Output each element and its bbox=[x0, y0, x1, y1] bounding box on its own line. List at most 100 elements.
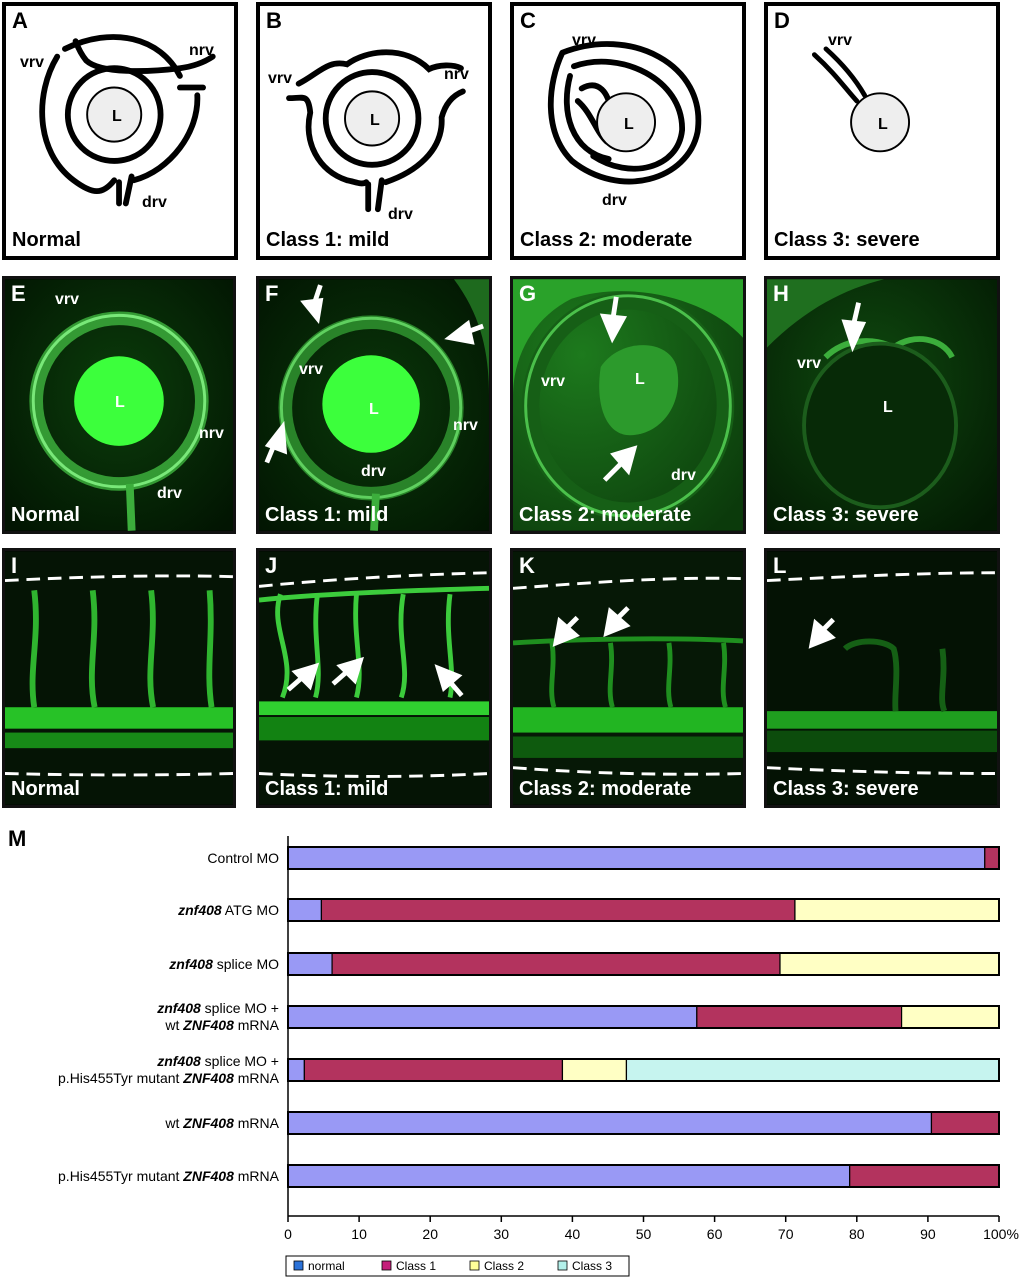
category-label: znf408 splice MO bbox=[168, 956, 279, 972]
bar-segment bbox=[287, 1164, 851, 1188]
label-lens: L bbox=[883, 399, 893, 416]
label-nrv: nrv bbox=[444, 66, 469, 83]
bar-segment bbox=[287, 952, 333, 976]
label-vrv: vrv bbox=[55, 291, 80, 308]
category-label: p.His455Tyr mutant ZNF408 mRNA bbox=[58, 1168, 280, 1184]
label-lens: L bbox=[624, 116, 634, 133]
panel-letter: F bbox=[265, 281, 279, 306]
legend-box bbox=[285, 1255, 630, 1277]
legend-swatch bbox=[557, 1260, 568, 1271]
panel-caption: Normal bbox=[11, 504, 80, 526]
vessel-diagram-moderate bbox=[547, 41, 702, 185]
panel-l-micrograph: L Class 3: severe bbox=[764, 548, 1000, 808]
bar-segment bbox=[287, 1111, 933, 1135]
vessel-diagram-normal bbox=[39, 34, 216, 207]
legend-label: Class 2 bbox=[484, 1259, 524, 1273]
label-drv: drv bbox=[157, 485, 182, 502]
category-label: wt ZNF408 mRNA bbox=[164, 1017, 279, 1033]
panel-caption: Normal bbox=[11, 778, 80, 800]
category-label: Control MO bbox=[207, 850, 279, 866]
panel-caption: Class 1: mild bbox=[265, 778, 389, 800]
x-tick-label: 20 bbox=[422, 1226, 438, 1242]
vessel-diagram-mild bbox=[286, 49, 466, 213]
panel-letter: I bbox=[11, 553, 18, 578]
label-nrv: nrv bbox=[453, 417, 478, 434]
label-nrv: nrv bbox=[199, 425, 224, 442]
bar-segment bbox=[331, 952, 781, 976]
label-vrv: vrv bbox=[572, 32, 597, 49]
x-tick-label: 80 bbox=[849, 1226, 865, 1242]
bar-segment bbox=[984, 846, 1000, 870]
bar-segment bbox=[287, 898, 323, 922]
x-tick-label: 40 bbox=[565, 1226, 581, 1242]
label-vrv: vrv bbox=[268, 70, 293, 87]
eye-micrograph-mild bbox=[259, 279, 489, 531]
panel-letter-m: M bbox=[8, 826, 27, 851]
legend-label: Class 3 bbox=[572, 1259, 612, 1273]
bar-segment bbox=[287, 1005, 698, 1029]
bar-segment bbox=[561, 1058, 628, 1082]
bar-segment bbox=[287, 1058, 305, 1082]
panel-d-schematic: D vrv L Class 3: severe bbox=[764, 2, 1000, 260]
category-label: p.His455Tyr mutant ZNF408 mRNA bbox=[58, 1070, 280, 1086]
vessel-diagram-severe bbox=[811, 46, 911, 153]
label-vrv: vrv bbox=[20, 54, 45, 71]
panel-letter: J bbox=[265, 553, 278, 578]
eye-micrograph-normal bbox=[5, 279, 233, 531]
panel-letter: B bbox=[266, 8, 282, 33]
label-drv: drv bbox=[361, 463, 386, 480]
x-tick-label: 50 bbox=[636, 1226, 652, 1242]
label-drv: drv bbox=[388, 206, 413, 223]
legend-swatch bbox=[469, 1260, 480, 1271]
panel-caption: Class 3: severe bbox=[773, 504, 919, 526]
panel-e-micrograph: E vrv L nrv drv Normal bbox=[2, 276, 236, 534]
trunk-micrograph-mild bbox=[259, 551, 489, 805]
panel-c-schematic: C vrv L drv Class 2: moderate bbox=[510, 2, 746, 260]
eye-micrograph-severe bbox=[767, 279, 997, 531]
x-tick-label: 60 bbox=[707, 1226, 723, 1242]
panel-b-schematic: B vrv nrv L drv Class 1: mild bbox=[256, 2, 492, 260]
category-label: znf408 splice MO + bbox=[156, 1053, 279, 1069]
trunk-micrograph-severe bbox=[767, 551, 997, 805]
panel-letter: K bbox=[519, 553, 535, 578]
panel-letter: A bbox=[12, 8, 28, 33]
legend-swatch bbox=[381, 1260, 392, 1271]
trunk-micrograph-moderate bbox=[513, 551, 743, 805]
bar-segment bbox=[320, 898, 796, 922]
label-lens: L bbox=[370, 112, 380, 129]
x-tick-label: 0 bbox=[284, 1226, 292, 1242]
panel-caption: Class 3: severe bbox=[774, 229, 920, 251]
label-vrv: vrv bbox=[828, 32, 853, 49]
bar-segment bbox=[794, 898, 1000, 922]
category-label: znf408 splice MO + bbox=[156, 1000, 279, 1016]
panel-k-micrograph: K Class 2: moderate bbox=[510, 548, 746, 808]
label-lens: L bbox=[878, 116, 888, 133]
legend-label: normal bbox=[308, 1259, 345, 1273]
panel-letter: D bbox=[774, 8, 790, 33]
panel-letter: E bbox=[11, 281, 26, 306]
panel-letter: G bbox=[519, 281, 537, 306]
x-tick-label: 10 bbox=[351, 1226, 367, 1242]
label-lens: L bbox=[369, 401, 379, 418]
bar-segment bbox=[625, 1058, 1000, 1082]
label-vrv: vrv bbox=[299, 361, 324, 378]
x-tick-label: 100% bbox=[983, 1226, 1019, 1242]
panel-letter: L bbox=[773, 553, 787, 578]
panel-caption: Class 1: mild bbox=[265, 504, 389, 526]
label-lens: L bbox=[112, 108, 122, 125]
x-tick-label: 30 bbox=[494, 1226, 510, 1242]
label-drv: drv bbox=[671, 467, 696, 484]
panel-j-micrograph: J Class 1: mild bbox=[256, 548, 492, 808]
panel-caption: Class 2: moderate bbox=[519, 778, 692, 800]
bar-segment bbox=[900, 1005, 1000, 1029]
label-vrv: vrv bbox=[541, 373, 566, 390]
x-tick-label: 70 bbox=[778, 1226, 794, 1242]
panel-a-schematic: A vrv nrv L drv Normal bbox=[2, 2, 238, 260]
panel-f-micrograph: F vrv L nrv drv Class 1: mild bbox=[256, 276, 492, 534]
label-lens: L bbox=[115, 394, 125, 411]
bar-segment bbox=[303, 1058, 564, 1082]
label-nrv: nrv bbox=[189, 42, 214, 59]
bar-segment bbox=[779, 952, 1000, 976]
panel-caption: Class 2: moderate bbox=[519, 504, 692, 526]
